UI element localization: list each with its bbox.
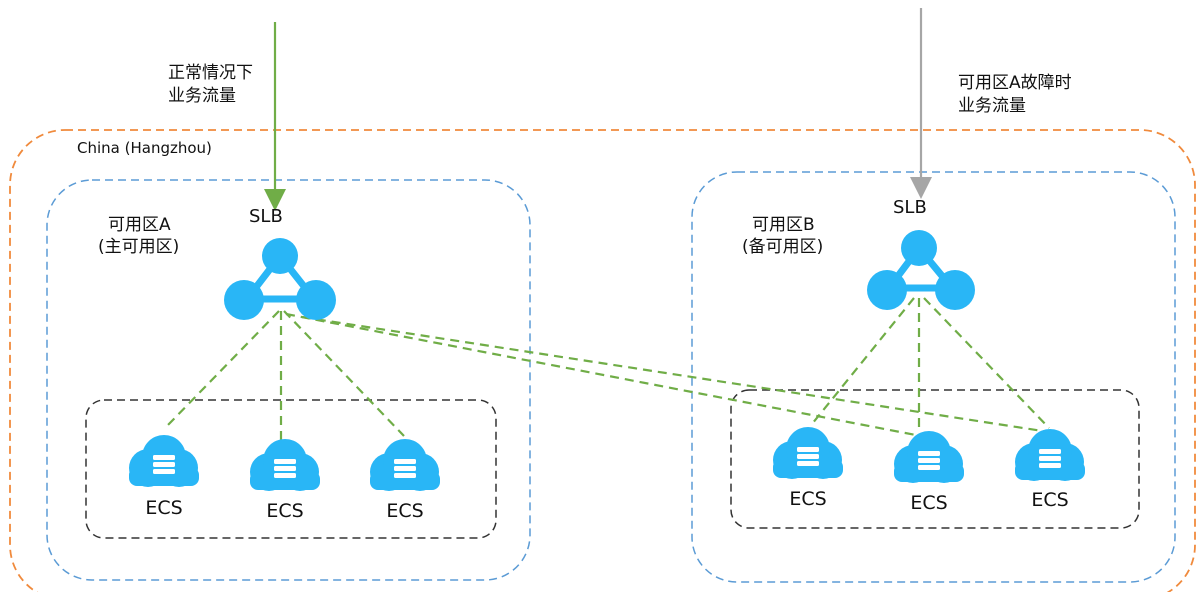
zone-b-boundary (691, 171, 1176, 583)
region-label: China (Hangzhou) (77, 139, 212, 157)
zone-a-links (166, 310, 1050, 440)
link-slb-b-to-ecs-b1 (811, 297, 915, 425)
ecs-a1-icon (129, 435, 199, 487)
ecs-b3-icon (1015, 429, 1085, 481)
ecs-a3-icon (370, 439, 440, 491)
link-slb-a-to-ecs-a1 (166, 310, 280, 427)
slb-b-label: SLB (893, 197, 927, 218)
ecs-a2-icon (250, 439, 320, 491)
zone-a-label-line1: 可用区A (108, 215, 171, 235)
ecs-a2-label: ECS (266, 500, 303, 522)
zone-a-label-line2: (主可用区) (98, 237, 179, 257)
ecs-b2-label: ECS (910, 492, 947, 514)
link-slb-a-to-ecs-b2 (285, 312, 922, 438)
slb-b-icon (867, 230, 975, 310)
slb-a-label: SLB (249, 206, 283, 227)
ecs-group-a-boundary (85, 399, 497, 539)
zone-b-label-line2: (备可用区) (742, 237, 823, 257)
zone-b-links (811, 297, 1050, 432)
ecs-b1-label: ECS (789, 488, 826, 510)
ecs-b3-label: ECS (1031, 489, 1068, 511)
link-slb-b-to-ecs-b3 (923, 297, 1050, 429)
normal-traffic-label-line2: 业务流量 (168, 86, 236, 106)
link-slb-a-to-ecs-a3 (283, 310, 405, 437)
ecs-a1-label: ECS (145, 497, 182, 519)
ecs-a3-label: ECS (386, 500, 423, 522)
zone-a-boundary (46, 179, 531, 581)
failover-traffic-label-line1: 可用区A故障时 (958, 73, 1072, 93)
failover-traffic-label-line2: 业务流量 (958, 96, 1026, 116)
normal-traffic-label-line1: 正常情况下 (168, 63, 253, 83)
ecs-b1-icon (773, 427, 843, 479)
ecs-b2-icon (894, 431, 964, 483)
link-slb-a-to-ecs-b3 (301, 315, 1050, 434)
zone-b-label-line1: 可用区B (752, 215, 815, 235)
ecs-group-b-boundary (730, 389, 1140, 529)
slb-a-icon (224, 238, 336, 320)
region-boundary (9, 129, 1196, 592)
